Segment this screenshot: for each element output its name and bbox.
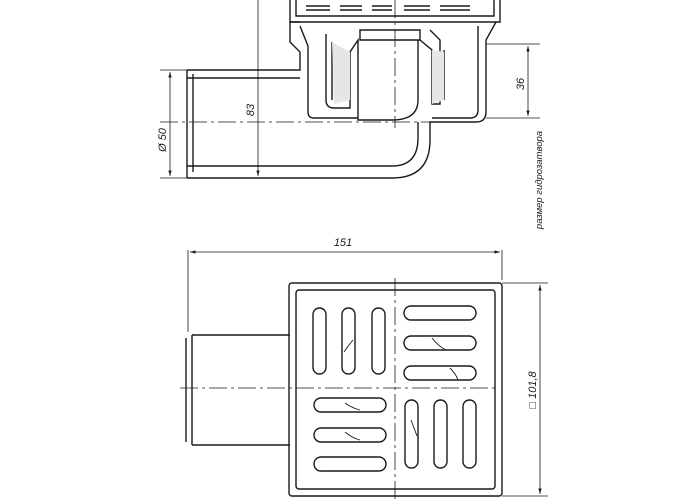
side-section-view <box>160 0 540 179</box>
overall-width-label: 151 <box>334 237 352 249</box>
slots-bottom-right <box>404 399 477 469</box>
slots-top-left <box>312 307 386 375</box>
water-seal-note: размер гидрозатвора <box>534 131 545 230</box>
diameter-label: Ø 50 <box>157 127 169 153</box>
dim-overall-width <box>187 250 503 332</box>
break-lines <box>343 337 459 441</box>
seal-depth-label: 36 <box>515 77 527 90</box>
top-plan-view <box>180 250 548 500</box>
grate-outer-frame <box>288 282 503 497</box>
outlet-stub <box>185 334 290 446</box>
dim-height <box>250 0 290 179</box>
dim-grate-size <box>502 282 548 497</box>
grate-size-label: □ 101,8 <box>527 371 539 409</box>
centerlines <box>160 0 430 128</box>
plan-centerlines <box>180 278 495 500</box>
outlet-pipe <box>186 70 194 178</box>
slots-bottom-left <box>313 397 387 472</box>
height-label: 83 <box>245 103 257 116</box>
slots-top-right <box>403 305 477 381</box>
body-inner-contour <box>187 25 479 167</box>
grate-inner-frame <box>295 289 496 490</box>
dim-diameter <box>160 69 187 179</box>
section-hatch <box>332 42 444 104</box>
dim-seal <box>486 43 540 119</box>
